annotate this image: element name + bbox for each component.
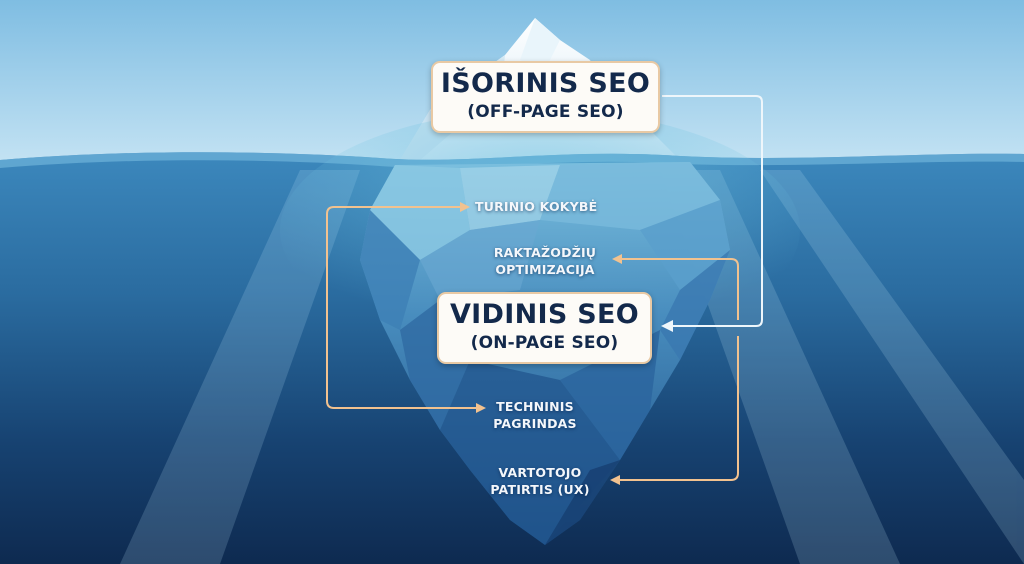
factor-content-quality: TURINIO KOKYBĖ bbox=[475, 198, 615, 215]
factor-label: TECHNINIS bbox=[496, 399, 574, 414]
off-to-on-connector bbox=[661, 95, 763, 332]
factor-label: TURINIO KOKYBĖ bbox=[475, 199, 598, 214]
off-page-seo-box: IŠORINIS SEO (OFF-PAGE SEO) bbox=[431, 61, 660, 133]
factor-technical-foundation: TECHNINIS PAGRINDAS bbox=[480, 398, 590, 432]
right-bracket-connector-bottom bbox=[610, 336, 739, 485]
factor-label: PATIRTIS (UX) bbox=[490, 482, 590, 497]
left-bracket-connector bbox=[326, 206, 486, 413]
factor-label: RAKTAŽODŽIŲ bbox=[493, 245, 597, 260]
on-page-seo-box: VIDINIS SEO (ON-PAGE SEO) bbox=[437, 292, 652, 364]
off-page-subtitle: (OFF-PAGE SEO) bbox=[467, 102, 624, 122]
factor-label: OPTIMIZACIJA bbox=[495, 262, 595, 277]
off-page-title: IŠORINIS SEO bbox=[440, 68, 651, 99]
on-page-subtitle: (ON-PAGE SEO) bbox=[470, 333, 619, 353]
on-page-title: VIDINIS SEO bbox=[449, 299, 640, 330]
factor-user-experience: VARTOTOJO PATIRTIS (UX) bbox=[475, 464, 605, 498]
factor-label: VARTOTOJO bbox=[498, 465, 582, 480]
factor-keyword-optimization: RAKTAŽODŽIŲ OPTIMIZACIJA bbox=[480, 244, 610, 278]
right-bracket-connector-top bbox=[612, 254, 739, 320]
factor-label: PAGRINDAS bbox=[493, 416, 577, 431]
